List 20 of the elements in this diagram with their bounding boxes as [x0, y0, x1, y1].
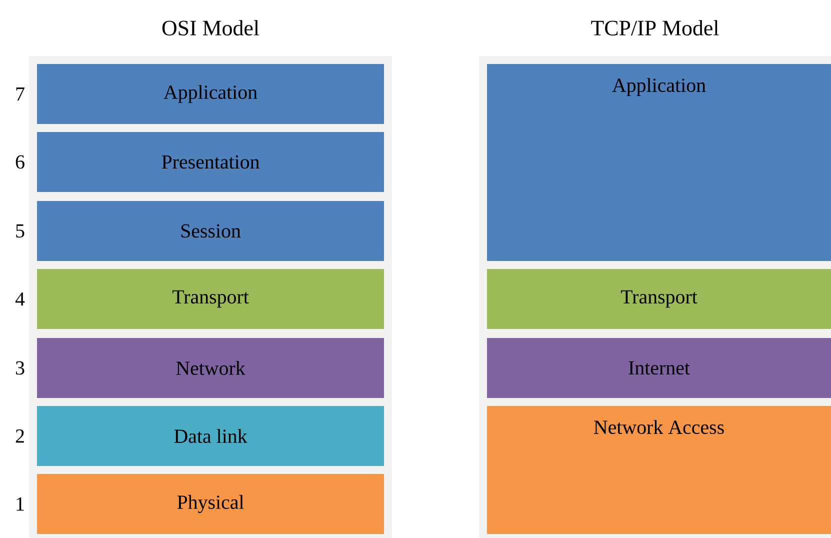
- layer-box: Session: [37, 201, 384, 261]
- layer-box: Data link: [37, 406, 384, 466]
- layer-box: Transport: [37, 269, 384, 329]
- layer-box: Application: [487, 64, 831, 261]
- layer-box: Transport: [487, 269, 831, 329]
- layer-box: Network: [37, 338, 384, 398]
- layer-number: 7: [16, 87, 24, 101]
- layer-number: 4: [15, 292, 25, 306]
- layer-number: 2: [16, 429, 24, 443]
- layer-number: 3: [16, 361, 24, 375]
- layer-box: Network Access: [487, 406, 831, 534]
- model-title: OSI Model: [162, 20, 260, 36]
- layer-box: Internet: [487, 338, 831, 398]
- layer-number: 1: [16, 497, 24, 511]
- layer-box: Presentation: [37, 132, 384, 192]
- layer-box: Application: [37, 64, 384, 124]
- model-title: TCP/IP Model: [591, 20, 719, 36]
- layer-box: Physical: [37, 474, 384, 534]
- layer-number: 6: [16, 155, 24, 169]
- layer-number: 5: [16, 224, 24, 238]
